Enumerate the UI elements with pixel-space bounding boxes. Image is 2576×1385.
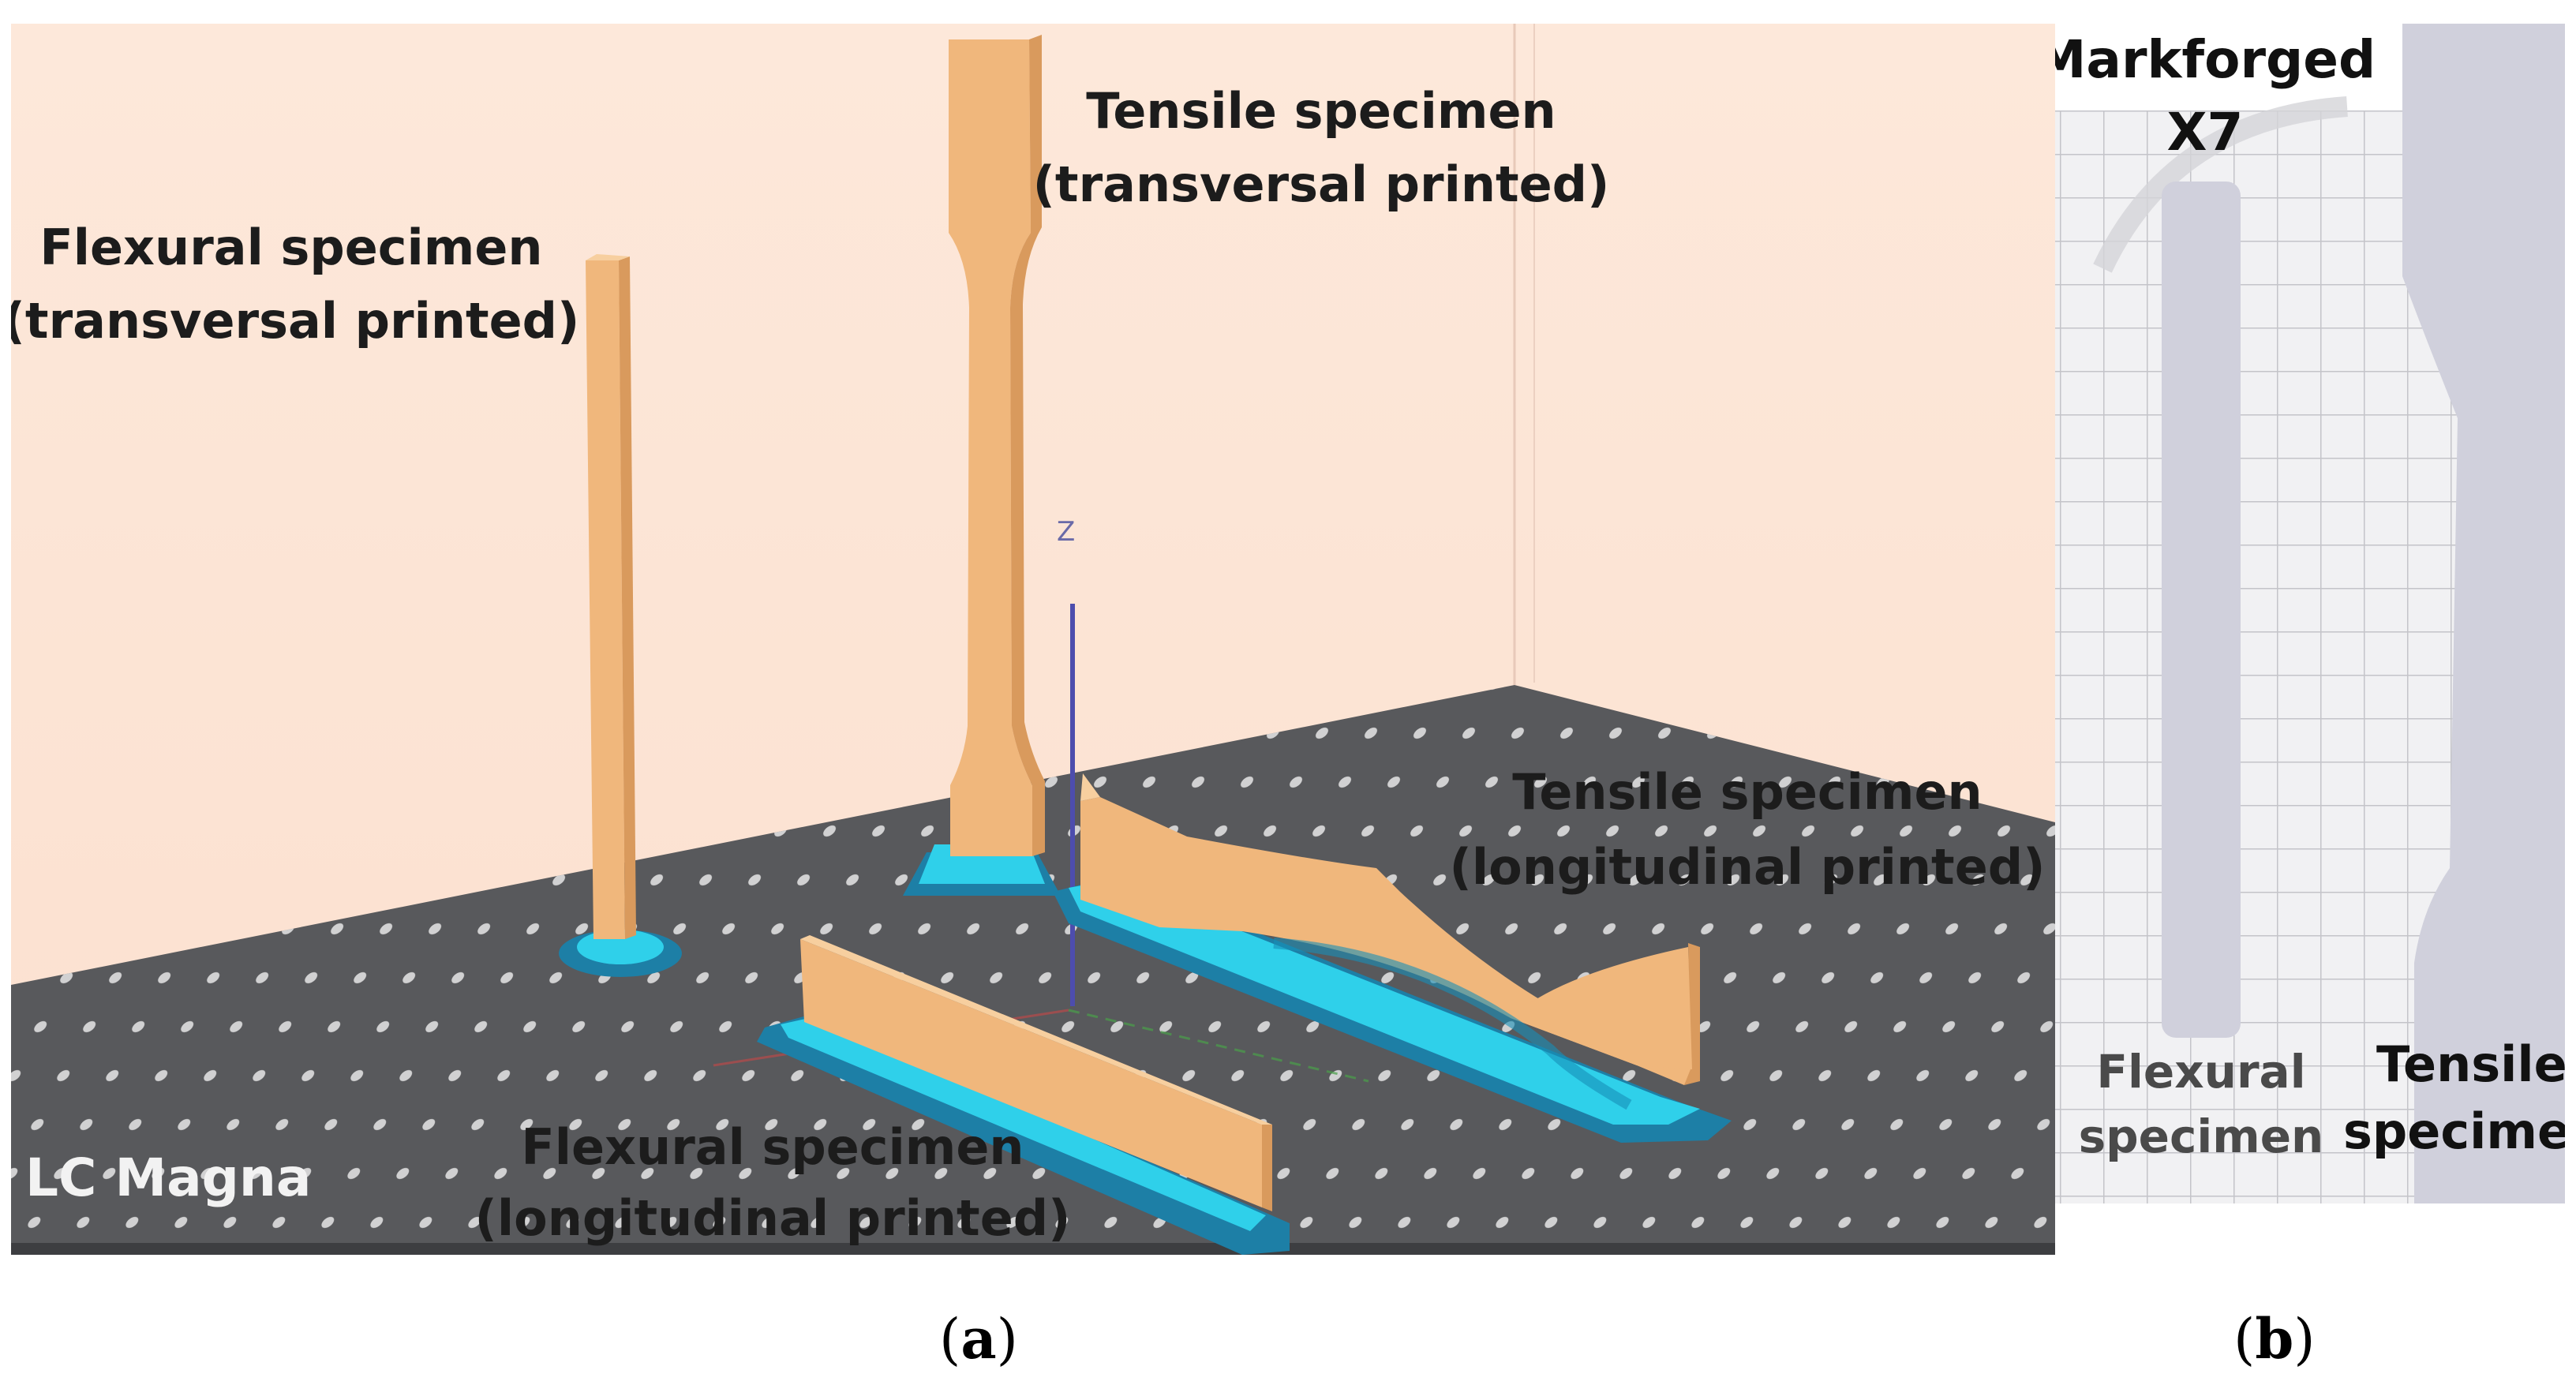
bed-hole-pattern <box>11 685 2055 1255</box>
caption-a: (a) <box>939 1306 1018 1372</box>
markforged-flexural-specimen <box>2162 182 2241 1038</box>
svg-text:Flexural: Flexural <box>2096 1045 2305 1099</box>
label-tensile-transversal: Tensile specimen (transversal printed) <box>1033 82 1610 213</box>
bed-front-edge <box>11 1243 2055 1255</box>
svg-text:(longitudinal printed): (longitudinal printed) <box>475 1189 1071 1247</box>
markforged-tensile-specimen <box>2402 24 2565 1203</box>
label-flexural-longitudinal: Flexural specimen (longitudinal printed) <box>475 1118 1071 1247</box>
svg-text:Markforged: Markforged <box>2055 29 2376 90</box>
panel-b-markforged-view: Markforged X7 Flexural specimen Tensile … <box>2055 24 2565 1203</box>
svg-text:Tensile specimen: Tensile specimen <box>1512 763 1982 821</box>
panel-a-slicer-view: Z Flexural specimen (transversal printed… <box>11 24 2055 1255</box>
label-tensile-longitudinal: Tensile specimen (longitudinal printed) <box>1450 763 2046 896</box>
tensile-specimen-transversal <box>903 35 1061 896</box>
label-markforged-printer: Markforged X7 <box>2055 29 2376 163</box>
svg-text:Tensile specimen: Tensile specimen <box>1086 82 1556 140</box>
svg-text:specimen: specimen <box>2079 1110 2324 1163</box>
svg-text:(transversal printed): (transversal printed) <box>1033 155 1610 213</box>
svg-text:(transversal printed): (transversal printed) <box>11 292 579 350</box>
markforged-scene: Markforged X7 Flexural specimen Tensile … <box>2055 24 2565 1203</box>
flexural-specimen-transversal <box>559 254 682 977</box>
svg-text:Tensile: Tensile <box>2376 1035 2565 1093</box>
flexural-specimen-longitudinal <box>757 935 1290 1255</box>
svg-text:(longitudinal printed): (longitudinal printed) <box>1450 838 2046 896</box>
software-label: LC Magna <box>25 1147 311 1208</box>
slicer-scene: Z Flexural specimen (transversal printed… <box>11 24 2055 1255</box>
bed-arc <box>2093 96 2348 273</box>
label-flexural-transversal: Flexural specimen (transversal printed) <box>11 219 579 350</box>
svg-text:Flexural specimen: Flexural specimen <box>521 1118 1024 1176</box>
z-axis-label: Z <box>1057 516 1075 548</box>
caption-b: (b) <box>2233 1306 2316 1372</box>
y-axis-line <box>1068 1009 1369 1083</box>
label-markforged-flexural: Flexural specimen <box>2079 1045 2324 1163</box>
svg-text:X7: X7 <box>2167 102 2244 163</box>
svg-text:specime: specime <box>2343 1102 2565 1160</box>
tensile-specimen-longitudinal <box>1053 773 1732 1143</box>
svg-text:Flexural specimen: Flexural specimen <box>39 219 542 276</box>
label-markforged-tensile: Tensile specime <box>2343 1035 2565 1160</box>
